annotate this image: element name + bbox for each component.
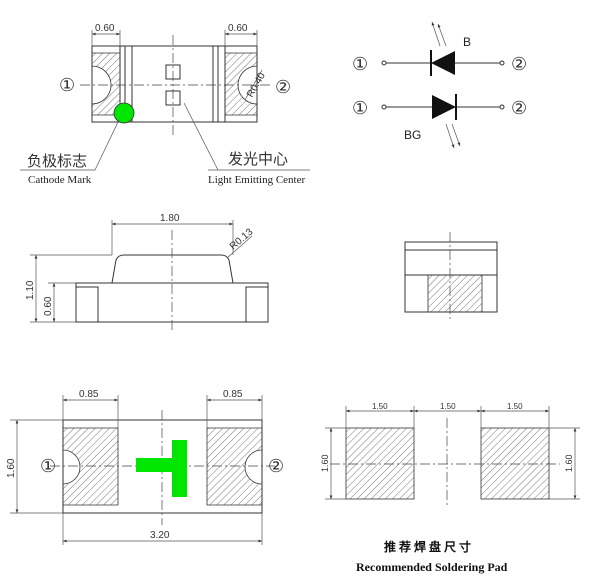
- dim-base-height: 0.60: [43, 296, 54, 316]
- pin-1-label: ①: [59, 75, 75, 96]
- end-view-hatch: [427, 274, 483, 313]
- end-view: [404, 232, 498, 320]
- dim-total-height: 1.10: [25, 280, 36, 300]
- schematic-pin-2-b: ②: [511, 54, 527, 75]
- dim-right-terminal: 0.60: [228, 23, 248, 34]
- dim-left-terminal: 0.60: [95, 23, 115, 34]
- solder-pad-right: [480, 427, 550, 500]
- right-terminal-hatch: [224, 52, 258, 116]
- cathode-mark-cn: 负极标志: [27, 152, 87, 170]
- solder-pad-title-cn: 推 荐 焊 盘 尺 寸: [384, 539, 471, 554]
- dim-pad-width-right: 1.50: [507, 402, 523, 411]
- cathode-mark-dot: [113, 102, 135, 124]
- dim-body-length: 3.20: [150, 530, 170, 541]
- diode-b-icon: [431, 51, 455, 75]
- top-view: 0.60 0.60 R0.40 ① ② 负极标志 Cathode Mark 发光…: [20, 23, 310, 186]
- emitting-center-cn: 发光中心: [228, 150, 288, 168]
- dim-dome-radius: R0.13: [228, 226, 256, 252]
- diode-b-label: B: [463, 35, 471, 49]
- dim-body-height: 1.60: [6, 458, 17, 478]
- chip-upper: [165, 64, 181, 80]
- bottom-view: ① ② 0.85 0.85 1.60 3.20: [6, 389, 284, 545]
- bottom-left-pad: [62, 427, 119, 506]
- dim-pad-gap: 1.50: [440, 402, 456, 411]
- bottom-pin-2-label: ②: [268, 456, 284, 477]
- chip-lower: [165, 90, 181, 106]
- solder-pad-left: [345, 427, 415, 500]
- left-terminal-hatch: [91, 52, 121, 116]
- solder-pad-title-en: Recommended Soldering Pad: [356, 560, 508, 574]
- diode-bg-label: BG: [404, 128, 421, 142]
- dim-dome-width: 1.80: [160, 213, 180, 224]
- schematic-pin-2-bg: ②: [511, 98, 527, 119]
- dim-pad-height-left: 1.60: [320, 454, 330, 472]
- dim-pad-height-right: 1.60: [564, 454, 574, 472]
- polarity-t-mark: [136, 440, 187, 497]
- schematic: ① ② B ① ② BG: [352, 21, 527, 149]
- solder-pad-view: 1.50 1.50 1.50 1.60 1.60 推 荐 焊 盘 尺 寸 Rec…: [320, 402, 580, 574]
- emitting-center-en: Light Emitting Center: [208, 174, 305, 186]
- bottom-right-pad: [206, 427, 263, 506]
- schematic-pin-1-bg: ①: [352, 98, 368, 119]
- side-view: 1.80 R0.13 1.10 0.60: [25, 213, 269, 330]
- dim-pad-width-left: 1.50: [372, 402, 388, 411]
- cathode-mark-en: Cathode Mark: [28, 174, 92, 186]
- dim-pad-left: 0.85: [79, 389, 99, 400]
- schematic-pin-1-b: ①: [352, 54, 368, 75]
- bottom-pin-1-label: ①: [40, 456, 56, 477]
- diode-bg-icon: [432, 95, 456, 119]
- pin-2-label: ②: [275, 77, 291, 98]
- dim-pad-right: 0.85: [223, 389, 243, 400]
